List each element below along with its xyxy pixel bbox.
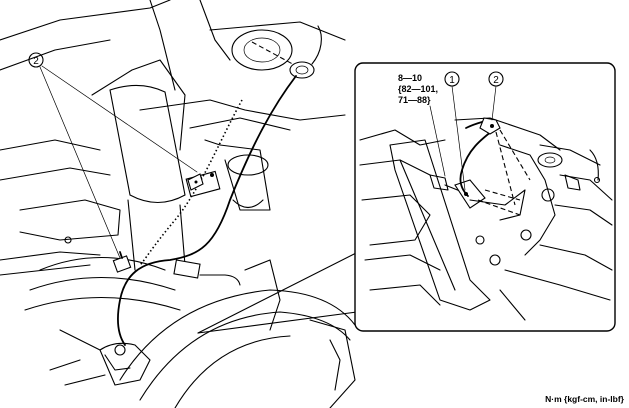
grommet (289, 61, 315, 79)
torque-value-line-1: 8—10 (398, 73, 422, 83)
detail-inset: 8—10 {82—101, 71—88} 1 2 (354, 62, 616, 332)
callout-main-2: 2 (28, 52, 198, 259)
main-view (0, 0, 356, 408)
inset-leader (197, 247, 373, 334)
harness-clip (112, 255, 132, 273)
torque-value-line-2: {82—101, (398, 84, 438, 94)
callout-main-2-label: 2 (33, 56, 39, 67)
torque-value-line-3: 71—88} (398, 95, 431, 105)
callout-inset-2-label: 2 (493, 75, 499, 86)
torque-units: N·m {kgf-cm, in-lbf} (545, 394, 625, 404)
callout-inset-1-label: 1 (449, 75, 455, 86)
